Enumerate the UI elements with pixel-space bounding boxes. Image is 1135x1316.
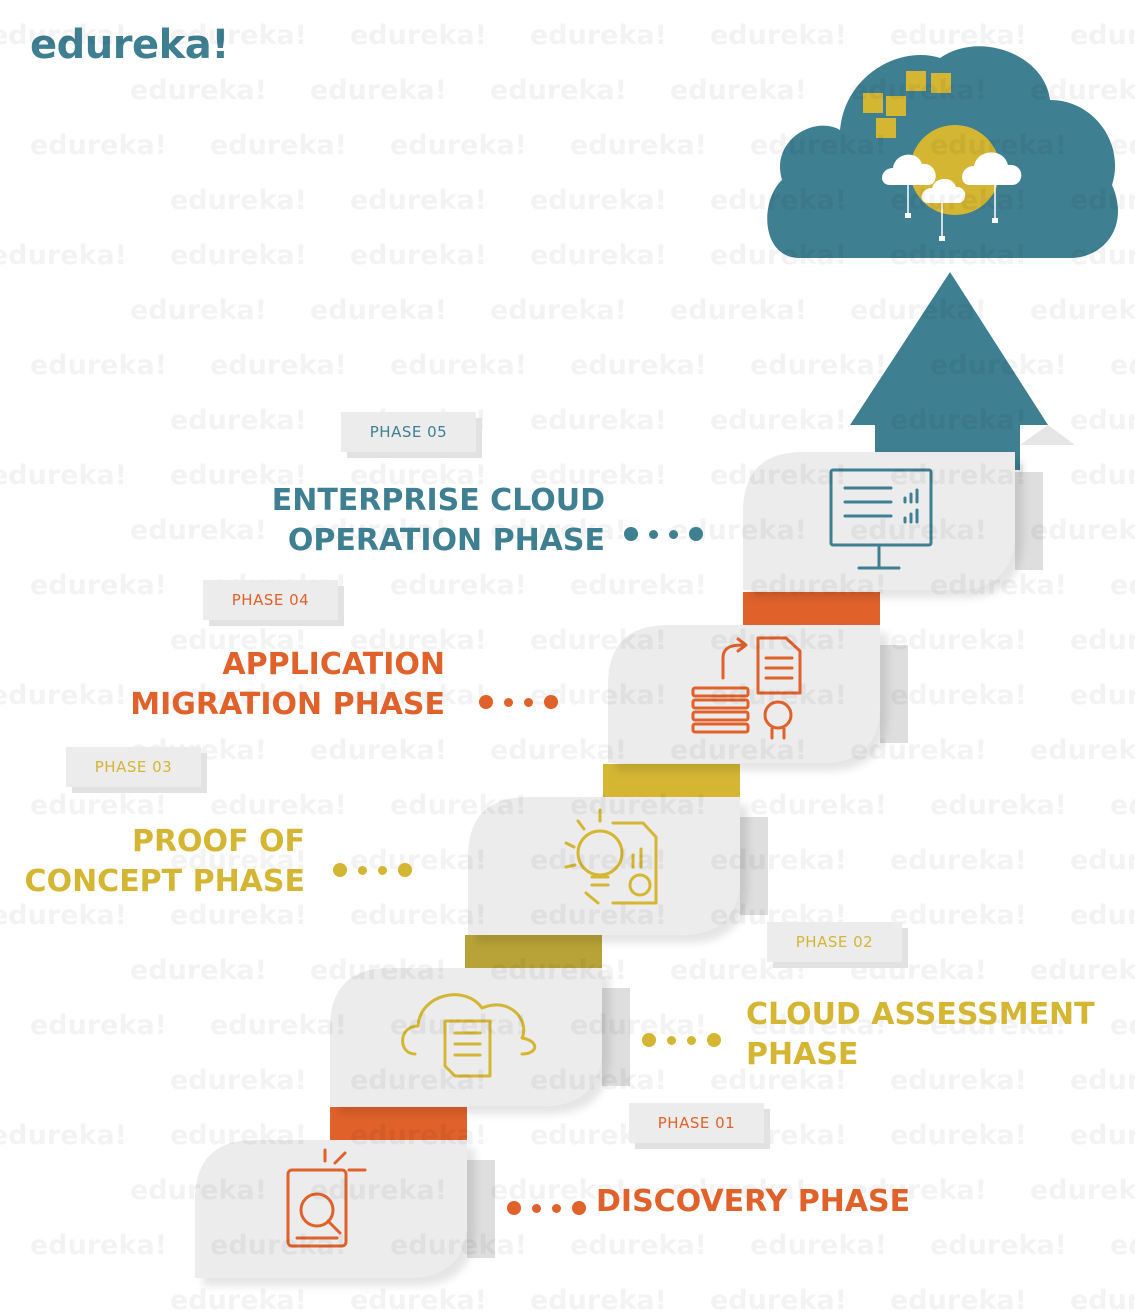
- connector-dot: [358, 865, 367, 875]
- phase-title-1: DISCOVERY PHASE: [596, 1182, 910, 1222]
- connector-dot: [507, 1201, 521, 1215]
- phase-title-line: PHASE: [746, 1037, 859, 1072]
- connector-dot: [532, 1203, 541, 1213]
- step-5: [743, 452, 1043, 590]
- phase-title-line: OPERATION PHASE: [287, 523, 605, 558]
- dot-connector-3: [333, 863, 412, 877]
- phase-tag-2: PHASE 02: [767, 922, 902, 962]
- step-face: [743, 452, 1015, 590]
- connector-dot: [378, 865, 387, 875]
- connector-dot: [479, 695, 493, 709]
- connector-dot: [544, 695, 558, 709]
- phase-tag-1: PHASE 01: [629, 1103, 764, 1143]
- connector-dot: [649, 529, 658, 539]
- step-1: [195, 1107, 495, 1278]
- connector-dot: [687, 1035, 696, 1045]
- phase-tag-4: PHASE 04: [203, 580, 338, 620]
- riser-band: [330, 1107, 467, 1140]
- connector-dot: [398, 863, 412, 877]
- connector-dot: [707, 1033, 721, 1047]
- step-face: [608, 625, 880, 763]
- step-2: [330, 935, 630, 1106]
- dot-connector-1: [507, 1201, 586, 1215]
- up-arrow-icon: [850, 272, 1075, 470]
- step-face: [195, 1140, 467, 1278]
- connector-dot: [504, 697, 513, 707]
- connector-dot: [524, 697, 533, 707]
- phase-tag-5: PHASE 05: [341, 412, 476, 452]
- connector-dot: [667, 1035, 676, 1045]
- connector-dot: [669, 529, 678, 539]
- phase-title-line: APPLICATION: [222, 647, 445, 682]
- phase-title-2: CLOUD ASSESSMENT PHASE: [746, 995, 1095, 1075]
- connector-dot: [689, 527, 703, 541]
- connector-dot: [572, 1201, 586, 1215]
- phase-title-line: PROOF OF: [131, 824, 305, 859]
- cloud-with-cubes-icon: [767, 46, 1118, 259]
- connector-dot: [552, 1203, 561, 1213]
- server-migration-icon: [691, 636, 802, 740]
- phase-title-3: PROOF OF CONCEPT PHASE: [25, 822, 305, 902]
- phase-title-line: MIGRATION PHASE: [130, 687, 445, 722]
- edureka-logo: edureka!: [30, 22, 229, 68]
- phase-title-line: CONCEPT PHASE: [24, 864, 305, 899]
- monitor-dashboard-icon: [829, 468, 933, 570]
- document-search-icon: [286, 1148, 367, 1248]
- phase-title-4: APPLICATION MIGRATION PHASE: [130, 645, 445, 725]
- riser-band: [743, 592, 880, 625]
- phase-title-5: ENTERPRISE CLOUD OPERATION PHASE: [272, 481, 605, 561]
- connector-dot: [642, 1033, 656, 1047]
- connector-dot: [624, 527, 638, 541]
- phase-title-line: ENTERPRISE CLOUD: [271, 483, 605, 518]
- phase-title-line: DISCOVERY PHASE: [596, 1184, 911, 1219]
- step-3: [468, 764, 768, 935]
- dot-connector-5: [624, 527, 703, 541]
- dot-connector-2: [642, 1033, 721, 1047]
- riser-band: [603, 764, 740, 797]
- lightbulb-report-icon: [564, 808, 658, 905]
- cloud-document-icon: [401, 993, 537, 1078]
- connector-dot: [333, 863, 347, 877]
- phase-tag-3: PHASE 03: [66, 747, 201, 787]
- phase-title-line: CLOUD ASSESSMENT: [746, 997, 1095, 1032]
- riser-band: [465, 935, 602, 968]
- dot-connector-4: [479, 695, 558, 709]
- step-4: [608, 592, 908, 763]
